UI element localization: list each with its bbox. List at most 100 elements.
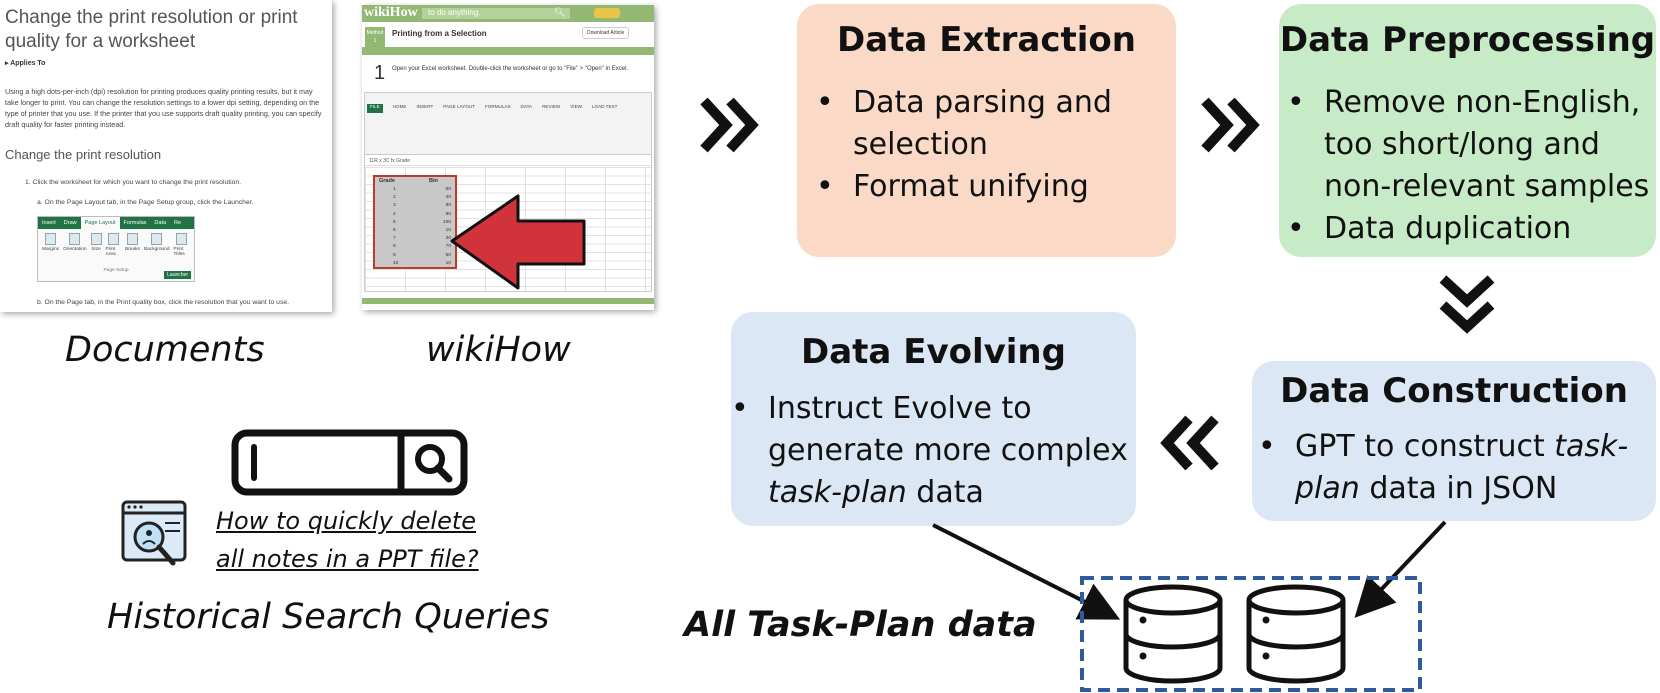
data-evolving-box: Data Evolving Instruct Evolve to generat… [731, 312, 1136, 526]
excel-tab: FILE [367, 104, 383, 113]
data-evolving-title: Data Evolving [801, 332, 1066, 372]
excel-table-cell: 1 [393, 187, 396, 192]
storage-container [1080, 576, 1422, 692]
doc-ribbon-tab: Page Layout [80, 217, 120, 229]
search-bar-icon [231, 429, 468, 496]
search-caption: Historical Search Queries [107, 597, 550, 637]
doc-ribbon-item-label: Print Area [105, 247, 116, 257]
excel-table-cell: 70 [445, 244, 451, 250]
data-extraction-item: Data parsing and selection [816, 82, 1166, 166]
data-construction-list: GPT to construct task-plan data in JSON [1258, 426, 1648, 510]
excel-table-cell: 10 [393, 260, 399, 266]
evolving-text-post: data [906, 475, 984, 510]
data-construction-title: Data Construction [1280, 371, 1628, 411]
doc-ribbon-item-label: Orientation [63, 247, 87, 252]
excel-table-row: 1 60 [375, 187, 455, 195]
doc-applies-to: ▸ Applies To [5, 60, 46, 67]
wikihow-search-field [422, 8, 570, 19]
data-preprocessing-box: Data Preprocessing Remove non-English, t… [1279, 4, 1656, 257]
database-icon [1123, 584, 1223, 684]
wikihow-logo: wikiHow [364, 5, 418, 20]
excel-table-cell: 10 [445, 227, 451, 233]
doc-ribbon-item-label: Background [143, 247, 170, 252]
ribbon-item-icon [107, 233, 119, 245]
excel-header-grade: Grade [379, 178, 395, 184]
doc-ribbon-item: Orientation [63, 233, 87, 257]
doc-ribbon-group: Page Setup [103, 268, 129, 273]
doc-ribbon-tab: Formulas [123, 220, 147, 226]
double-chevron-right-icon [700, 97, 759, 153]
documents-screenshot: Change the print resolution or print qua… [0, 0, 332, 312]
ribbon-item-icon [90, 233, 102, 245]
search-icon: 🔍︎ [554, 7, 566, 17]
evolving-to-storage-arrow [932, 523, 1121, 620]
doc-ribbon-item-label: Breaks [125, 247, 140, 252]
wikihow-caption: wikiHow [426, 330, 571, 370]
doc-subheading: Change the print resolution [5, 147, 162, 162]
data-construction-box: Data Construction GPT to construct task-… [1252, 361, 1656, 521]
wikihow-stripe [362, 47, 654, 55]
data-extraction-list: Data parsing and selection Format unifyi… [816, 82, 1166, 208]
doc-step-a: a. On the Page Layout tab, in the Page S… [37, 199, 254, 206]
doc-ribbon-item-label: Print Titles [173, 247, 185, 257]
excel-table-cell: 10 [445, 260, 451, 266]
doc-paragraph: Using a high dots-per-inch (dpi) resolut… [5, 87, 322, 129]
data-extraction-title: Data Extraction [837, 20, 1136, 60]
doc-ribbon-item: Breaks [125, 233, 140, 257]
excel-tab: LOAD TEST [591, 104, 618, 109]
doc-ribbon-launcher: Launcher [164, 271, 191, 279]
data-preprocessing-list: Remove non-English, too short/long and n… [1287, 82, 1653, 250]
excel-table-cell: 2 [393, 195, 396, 201]
data-preprocessing-item: Remove non-English, too short/long and n… [1287, 82, 1653, 208]
doc-title: Change the print resolution or print qua… [5, 7, 298, 52]
double-chevron-down-icon [1439, 275, 1495, 334]
doc-ribbon-tab: Re [174, 220, 182, 226]
excel-tab: DATA [520, 104, 533, 109]
ribbon-item-icon [151, 233, 163, 245]
ribbon-item-icon [126, 233, 138, 245]
excel-table-row: 2 40 [375, 195, 455, 203]
all-task-plan-data-label: All Task-Plan data [684, 605, 1037, 645]
data-preprocessing-title: Data Preprocessing [1279, 20, 1656, 60]
doc-ribbon-tab: Data [154, 220, 167, 226]
excel-tab: INSERT [416, 104, 434, 109]
data-construction-item: GPT to construct task-plan data in JSON [1258, 426, 1648, 510]
excel-tab: REVIEW [542, 104, 561, 109]
doc-ribbon-tab: Draw [63, 220, 77, 226]
excel-table-row: 10 10 [375, 261, 455, 269]
excel-table-cell: 40 [445, 195, 451, 201]
excel-table-cell: 60 [445, 187, 451, 192]
excel-table-cell: 9 [393, 252, 396, 258]
wikihow-method-badge: Method 1 [365, 27, 385, 47]
documents-caption: Documents [65, 330, 265, 370]
wikihow-download-button: Download Article [582, 27, 630, 39]
doc-ribbon-tab: Insert [42, 220, 56, 226]
wikihow-tagline: to do anything. [428, 8, 481, 17]
wikihow-step-text: Open your Excel worksheet. Double-click … [392, 66, 629, 72]
ribbon-item-icon [176, 233, 188, 245]
wikihow-screenshot: wikiHow to do anything. 🔍︎ Method 1 Prin… [362, 5, 654, 310]
excel-table-cell: 100 [442, 219, 451, 225]
data-preprocessing-item: Data duplication [1287, 208, 1653, 250]
excel-table-cell: 80 [445, 203, 451, 209]
doc-ribbon-item-label: Size [91, 247, 101, 252]
doc-step-b: b. On the Page tab, in the Print quality… [37, 299, 290, 306]
wikihow-footer-stripe [362, 298, 654, 304]
double-chevron-left-icon [1160, 415, 1219, 471]
doc-ribbon-item: Margins [42, 233, 59, 257]
doc-ribbon-item: Print Area [106, 233, 121, 257]
ribbon-item-icon [45, 233, 57, 245]
database-icon [1246, 584, 1346, 684]
excel-table-cell: 7 [393, 236, 396, 242]
